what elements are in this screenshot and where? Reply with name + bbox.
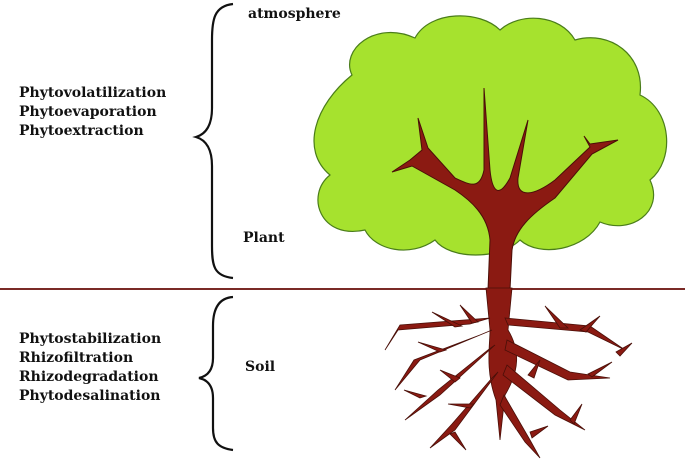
process-phytostabilization: Phytostabilization bbox=[19, 331, 162, 347]
tree-canopy bbox=[313, 15, 668, 256]
process-rhizodegradation: Rhizodegradation bbox=[19, 369, 159, 385]
process-phytovolatilization: Phytovolatilization bbox=[19, 85, 167, 101]
tree-trunk bbox=[391, 87, 619, 291]
soil-processes-list: Phytostabilization Rhizofiltration Rhizo… bbox=[19, 330, 161, 406]
process-rhizofiltration: Rhizofiltration bbox=[19, 350, 134, 366]
process-phytoextraction: Phytoextraction bbox=[19, 123, 144, 139]
plant-label: Plant bbox=[243, 230, 285, 246]
tree-roots bbox=[384, 287, 633, 459]
process-phytoevaporation: Phytoevaporation bbox=[19, 104, 157, 120]
atmosphere-label: atmosphere bbox=[248, 6, 341, 22]
lower-brace bbox=[198, 295, 234, 452]
plant-processes-list: Phytovolatilization Phytoevaporation Phy… bbox=[19, 84, 166, 141]
upper-brace bbox=[192, 2, 234, 280]
process-phytodesalination: Phytodesalination bbox=[19, 388, 161, 404]
soil-label: Soil bbox=[245, 359, 276, 375]
